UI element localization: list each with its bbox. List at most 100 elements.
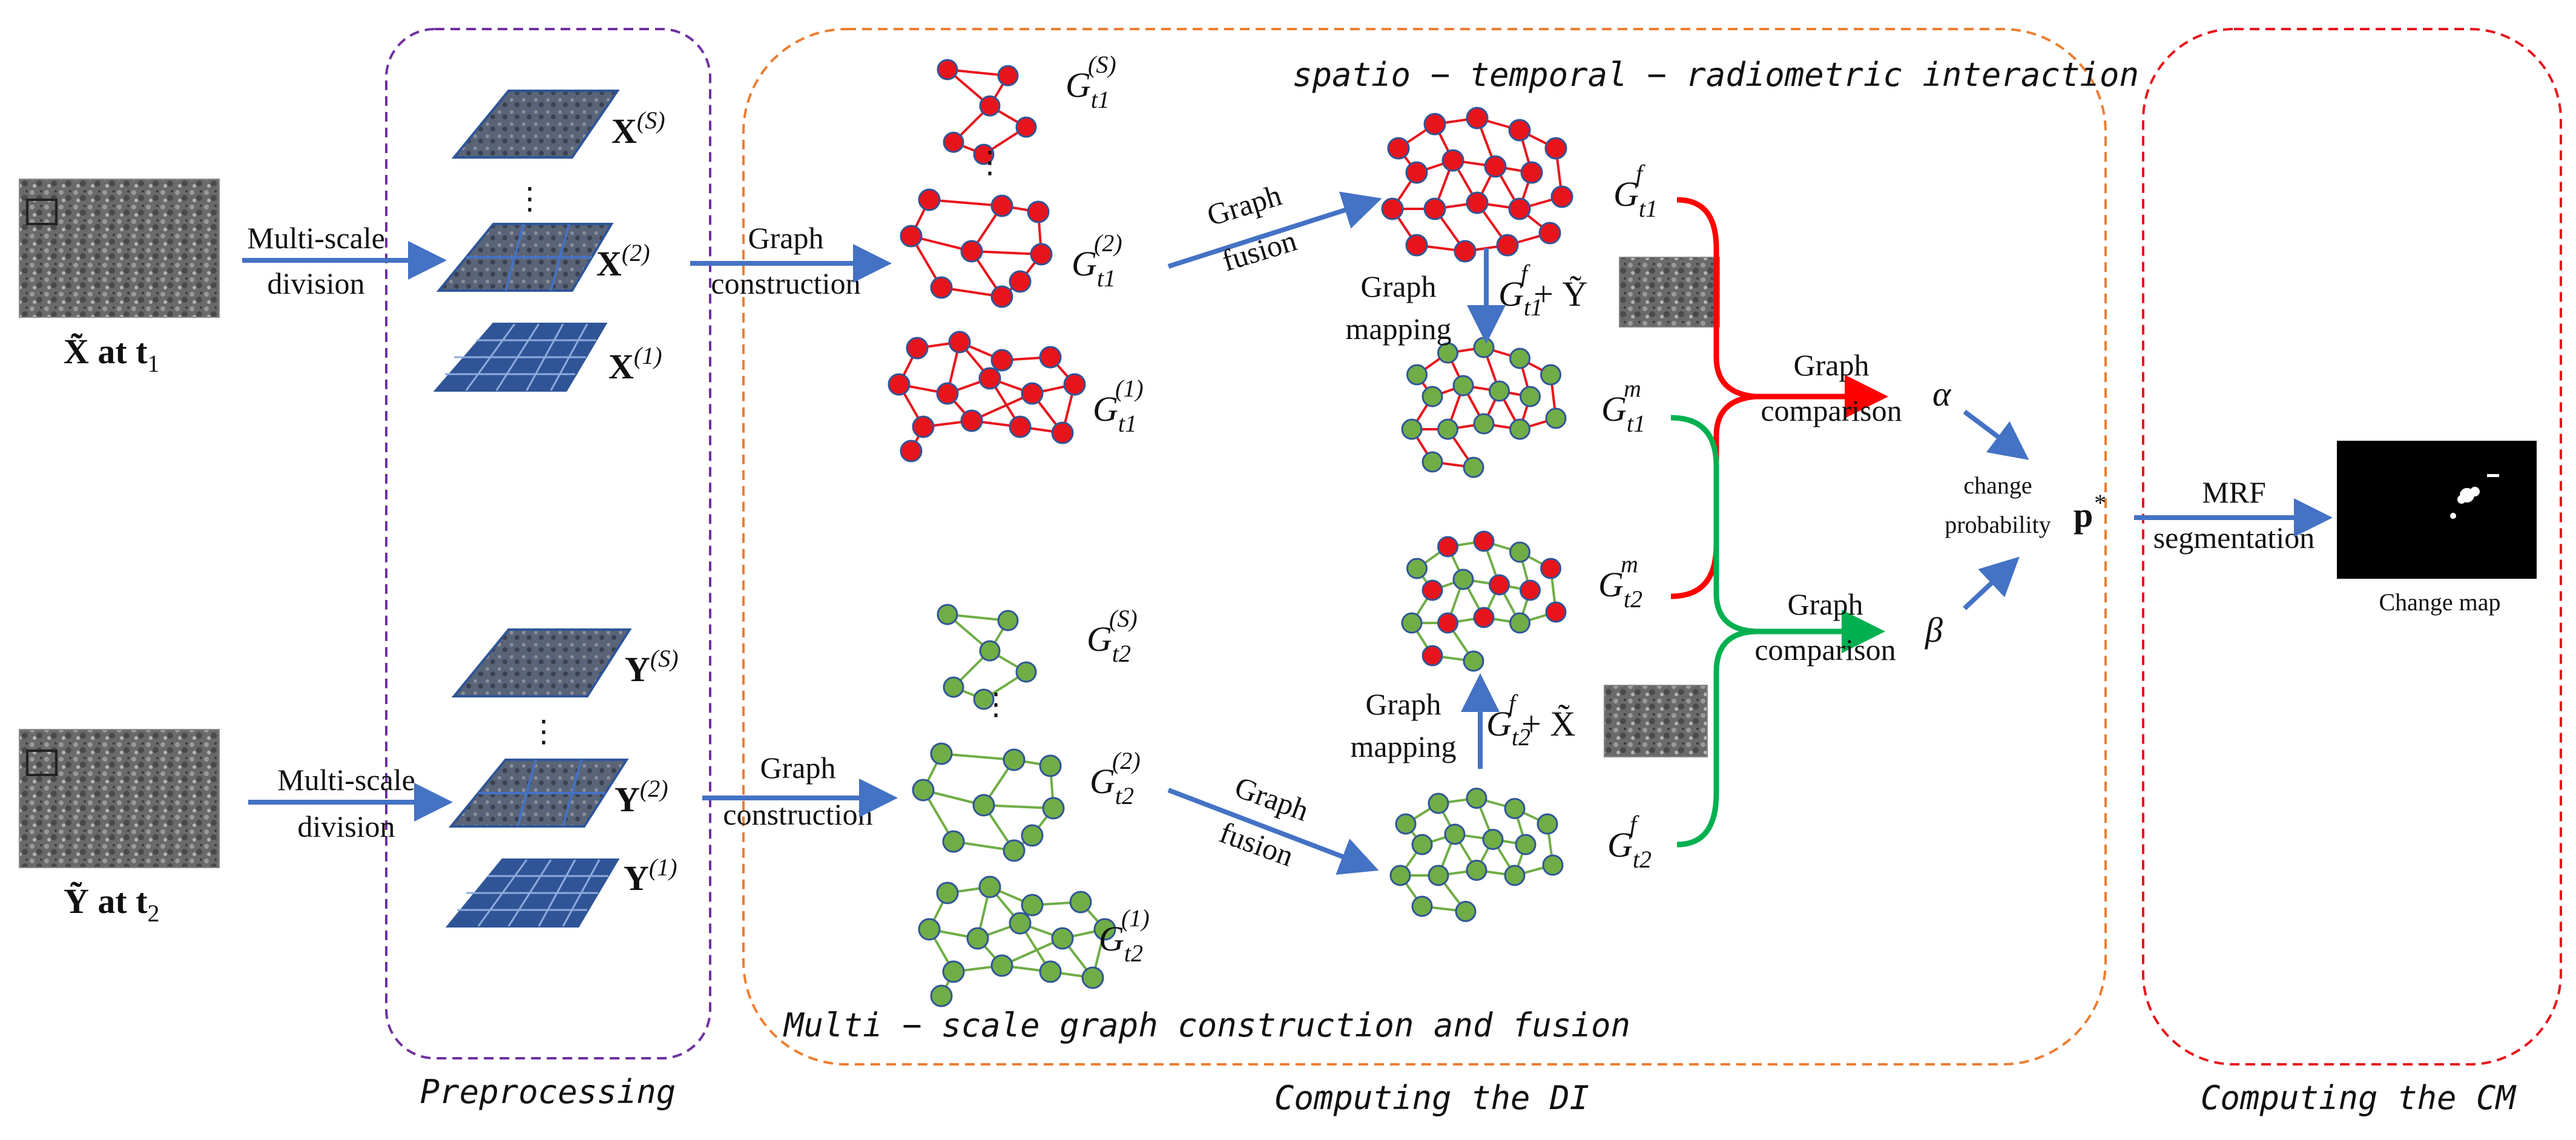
- graph-node: [1021, 824, 1044, 847]
- mapping-formula-top: Gt1f+ Ỹ: [1498, 260, 1587, 321]
- graph-node: [1452, 568, 1474, 590]
- graph-node: [937, 59, 958, 81]
- change-probability-label-2: probability: [1945, 511, 2051, 538]
- graph-node: [912, 415, 935, 438]
- graph-node: [942, 960, 965, 983]
- graph-node: [1039, 960, 1062, 983]
- graph-node: [1015, 661, 1037, 683]
- graph-mapping-label-top-1: Graph: [1361, 269, 1437, 303]
- graph-node: [1042, 797, 1065, 820]
- mapping-image-x-thumb: [1604, 685, 1708, 757]
- input-image-x: [19, 179, 220, 318]
- graph-node: [1489, 574, 1510, 596]
- beta-symbol: β: [1925, 610, 1943, 650]
- graph-node: [1093, 918, 1116, 941]
- graph-node: [1538, 222, 1561, 245]
- graph-edge: [941, 753, 1015, 761]
- graph-node: [1421, 645, 1443, 667]
- graph-label-t1-m: Gt1m: [1601, 375, 1645, 437]
- graph-node: [1504, 798, 1526, 819]
- graph-node: [1444, 823, 1466, 845]
- pyramid-x-1-label: X(1): [608, 342, 662, 386]
- graph-node: [1537, 813, 1558, 835]
- graph-node: [1437, 418, 1458, 440]
- graph-node: [978, 367, 1001, 390]
- graph-node: [1395, 813, 1417, 835]
- graph-node: [1466, 107, 1489, 130]
- graph-node: [1428, 792, 1449, 814]
- graph-node: [1021, 382, 1044, 405]
- graph-label-t2-1: Gt2(1): [1099, 904, 1150, 967]
- graph-node: [1496, 234, 1519, 257]
- section-label-preprocessing: Preprocessing: [420, 1073, 676, 1111]
- graph-node: [948, 331, 971, 354]
- graph-t2-ellipsis: ⋮: [981, 687, 1011, 721]
- graph-node: [978, 875, 1001, 898]
- graph-node: [1482, 829, 1504, 850]
- graph-node: [900, 225, 923, 248]
- graph-node: [1452, 375, 1474, 397]
- graph-node: [1544, 137, 1567, 160]
- graph-node: [942, 830, 965, 853]
- graph-fusion-arrow-bottom: [1167, 788, 1379, 875]
- graph-t2-2: [912, 742, 1065, 862]
- graph-node: [1009, 415, 1032, 438]
- graph-node: [990, 194, 1013, 217]
- graph-node: [997, 610, 1019, 631]
- mapping-image-y-thumb: [1619, 257, 1720, 328]
- graph-node: [1441, 149, 1464, 172]
- comparison-curve-green-top: [1670, 415, 1885, 653]
- graph-node: [1520, 579, 1541, 601]
- graph-node: [997, 65, 1019, 87]
- alpha-arrow: [1963, 409, 2029, 460]
- graph-node: [1508, 197, 1531, 220]
- graph-node: [1405, 234, 1428, 257]
- graph-comparison-label-top-2: comparison: [1761, 394, 1902, 427]
- graph-node: [1489, 380, 1510, 402]
- graph-node: [1463, 456, 1484, 478]
- graph-node: [1009, 912, 1032, 935]
- graph-fusion-label-top-2: fusion: [1218, 223, 1300, 278]
- pyramid-x-s-label: X(S): [611, 107, 665, 151]
- pyramid-y-s: [451, 628, 632, 697]
- graph-node: [1411, 895, 1433, 917]
- graph-node: [1509, 418, 1530, 440]
- graph-node: [1411, 834, 1433, 855]
- pyramid-x-2-label: X(2): [596, 239, 650, 283]
- graph-node: [1455, 901, 1477, 922]
- graph-node: [1473, 413, 1495, 435]
- input-image-y: [19, 729, 220, 868]
- graph-label-t1-2: Gt1(2): [1072, 229, 1122, 292]
- graph-node: [972, 794, 995, 817]
- graph-node: [1515, 834, 1537, 855]
- graph-node: [1421, 451, 1443, 473]
- graph-node: [937, 604, 958, 625]
- graph-t1-mapped: [1401, 337, 1567, 478]
- graph-t1-ellipsis: ⋮: [975, 145, 1005, 179]
- graph-node: [1540, 558, 1561, 579]
- graph-node: [900, 440, 923, 463]
- graph-t1-2: [900, 188, 1053, 308]
- graph-node: [1437, 342, 1458, 364]
- graph-node: [930, 276, 953, 299]
- input-x-label: X̃ at t1: [64, 332, 160, 377]
- graph-node: [930, 742, 953, 765]
- graph-label-t2-m: Gt2m: [1598, 550, 1642, 613]
- graph-t1-fused: [1381, 107, 1573, 263]
- graph-node: [1009, 270, 1032, 293]
- graph-node: [1405, 161, 1428, 184]
- p-star-symbol: p*: [2074, 489, 2105, 535]
- graph-t2-mapped: [1401, 530, 1567, 672]
- comparison-curve-red-top: [1676, 197, 1888, 418]
- multiscale-label-bottom-2: division: [297, 809, 395, 843]
- graph-label-t1-f: Gt1f: [1613, 160, 1658, 222]
- multiscale-label-top-1: Multi-scale: [247, 221, 385, 255]
- graph-node: [1063, 373, 1086, 396]
- graph-node: [1454, 240, 1477, 263]
- graph-node: [1406, 364, 1428, 386]
- beta-arrow: [1963, 556, 2020, 610]
- graph-t1-s: [937, 59, 1037, 165]
- graph-construction-label-top-2: construction: [711, 266, 860, 300]
- pyramid-y-ellipsis: ⋮: [529, 714, 559, 748]
- graph-node: [906, 337, 929, 360]
